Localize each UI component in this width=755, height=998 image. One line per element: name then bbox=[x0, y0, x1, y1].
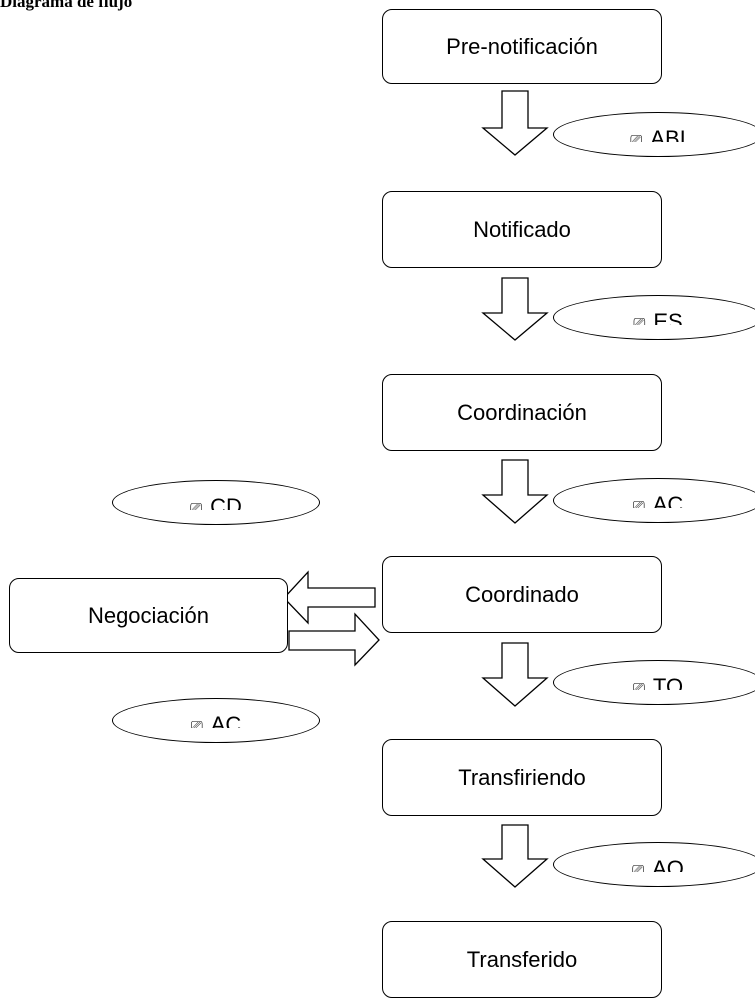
message-oval-cd: ⎚ CD bbox=[112, 480, 320, 525]
arrow-down-5 bbox=[481, 824, 549, 888]
state-notificado-label: Notificado bbox=[473, 216, 571, 242]
arrow-down-4 bbox=[481, 642, 549, 707]
mailbox-icon: ⎚ bbox=[632, 862, 645, 872]
mailbox-icon: ⎚ bbox=[190, 500, 203, 510]
message-oval-to: ⎚ TO bbox=[553, 660, 755, 705]
state-coordinado: Coordinado bbox=[382, 556, 662, 633]
arrow-right bbox=[288, 612, 380, 667]
state-notificado: Notificado bbox=[382, 191, 662, 268]
mailbox-icon: ⎚ bbox=[633, 315, 646, 325]
message-oval-abi: ⎚ ABI bbox=[553, 112, 755, 157]
state-transfiriendo: Transfiriendo bbox=[382, 739, 662, 816]
message-label-ao: AO bbox=[652, 858, 684, 872]
state-negociacion-label: Negociación bbox=[87, 602, 210, 628]
message-oval-ac-main: ⎚ AC bbox=[553, 478, 755, 523]
mailbox-icon: ⎚ bbox=[630, 132, 643, 142]
mailbox-icon: ⎚ bbox=[190, 718, 203, 728]
state-prenotificacion: Pre-notificación bbox=[382, 9, 662, 84]
message-label-to: TO bbox=[652, 676, 684, 690]
message-oval-ac-neg: ⎚ AC bbox=[112, 698, 320, 743]
state-transfiriendo-label: Transfiriendo bbox=[458, 764, 586, 790]
message-label-abi: ABI bbox=[650, 128, 686, 142]
state-transferido: Transferido bbox=[382, 921, 662, 998]
mailbox-icon: ⎚ bbox=[632, 498, 645, 508]
arrow-left bbox=[283, 570, 376, 625]
message-label-ac-neg: AC bbox=[210, 714, 242, 728]
state-coordinacion: Coordinación bbox=[382, 374, 662, 451]
arrow-down-3 bbox=[481, 459, 549, 524]
state-transferido-label: Transferido bbox=[466, 946, 578, 972]
diagram-heading: Diagrama de flujo bbox=[0, 0, 133, 11]
arrow-down-2 bbox=[481, 277, 549, 341]
state-prenotificacion-label: Pre-notificación bbox=[446, 33, 598, 59]
message-oval-ao: ⎚ AO bbox=[553, 842, 755, 887]
state-negociacion: Negociación bbox=[9, 578, 288, 653]
message-label-cd: CD bbox=[210, 496, 242, 510]
message-oval-es: ⎚ ES bbox=[553, 295, 755, 340]
state-coordinacion-label: Coordinación bbox=[457, 399, 587, 425]
mailbox-icon: ⎚ bbox=[632, 680, 645, 690]
state-coordinado-label: Coordinado bbox=[465, 581, 579, 607]
message-label-es: ES bbox=[653, 311, 683, 325]
message-label-ac-main: AC bbox=[652, 494, 684, 508]
arrow-down-1 bbox=[481, 90, 549, 156]
